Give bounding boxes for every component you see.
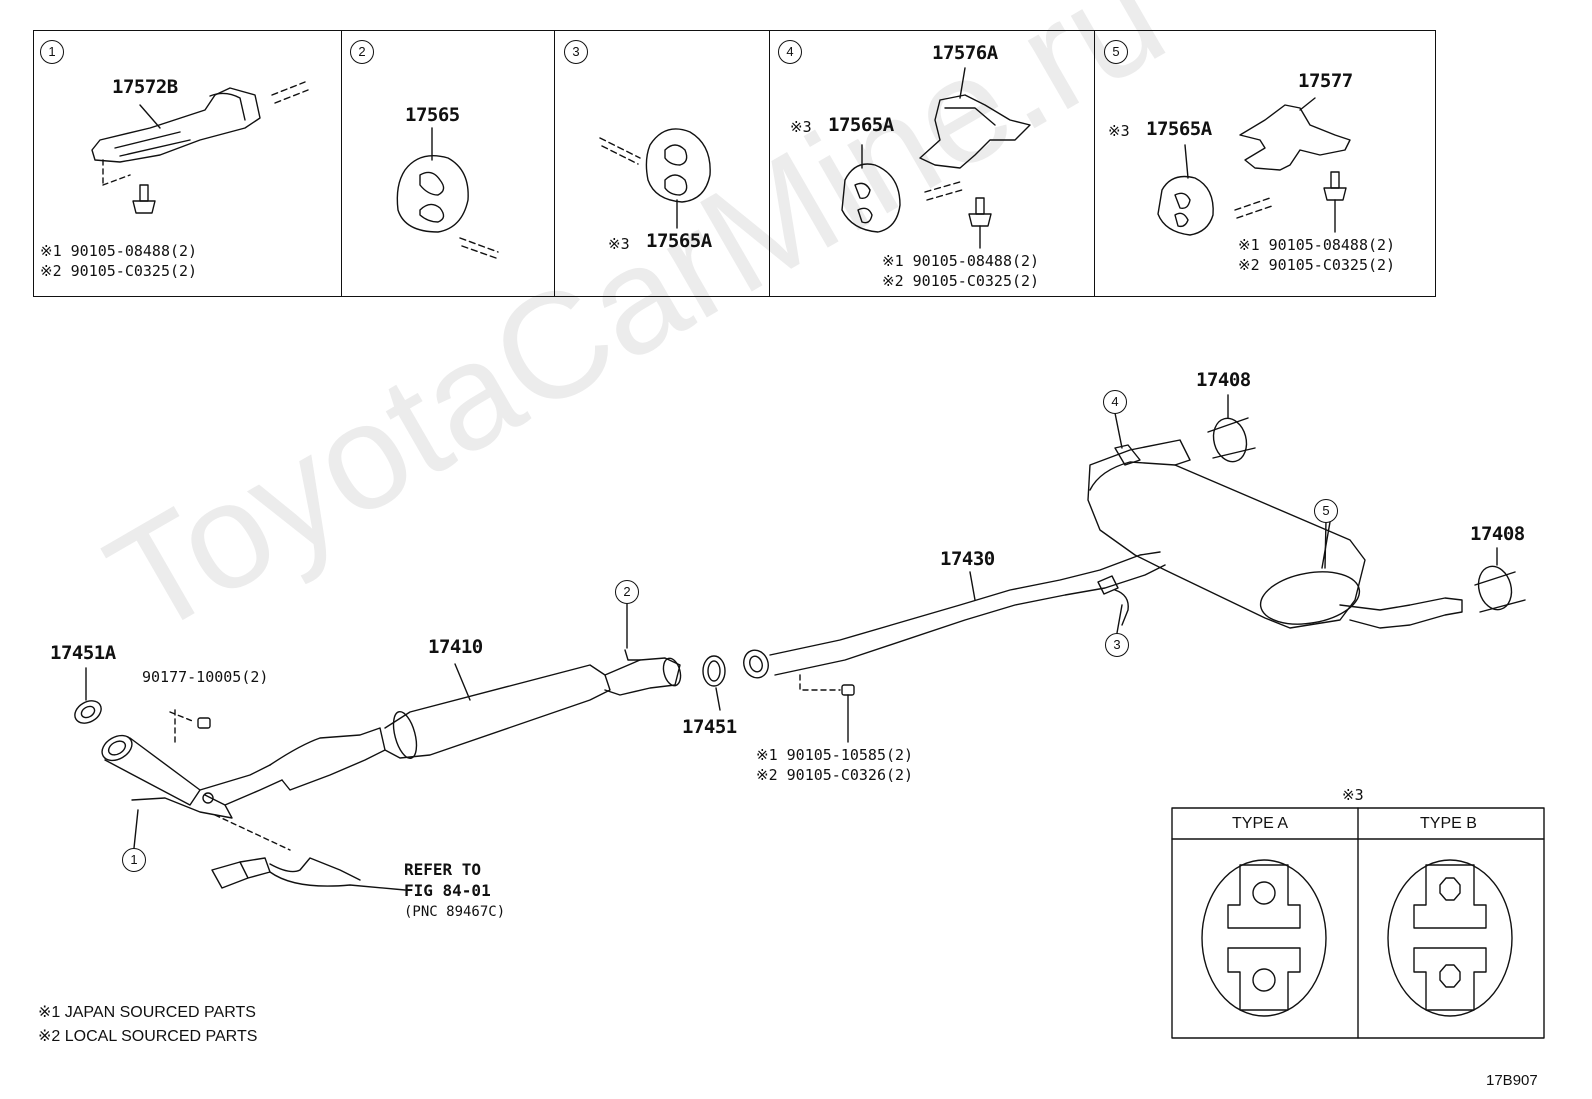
callout-2: 2: [615, 580, 639, 604]
nut-90177-label: 90177-10005(2): [142, 668, 269, 686]
note-local-sourced: ※2 LOCAL SOURCED PARTS: [38, 1028, 258, 1045]
o2-sensor-drawing: [211, 814, 406, 891]
panel-5-bolt-japan: ※1 90105-08488(2): [1238, 236, 1396, 254]
panel-1-number: 1: [40, 40, 64, 64]
callout-1: 1: [122, 848, 146, 872]
panel-5-number: 5: [1104, 40, 1128, 64]
type-a-header: TYPE A: [1232, 815, 1289, 832]
panel-1-bolt-japan: ※1 90105-08488(2): [40, 242, 198, 260]
bracket-17576A-drawing: [841, 67, 1031, 249]
callout-leaders: [85, 394, 1498, 849]
figure-code: 17B907: [1486, 1072, 1538, 1089]
panel-5-type-mark: ※3: [1108, 122, 1130, 140]
part-17430-label: 17430: [940, 548, 995, 570]
callout-5: 5: [1314, 499, 1338, 523]
part-17451A-label: 17451A: [50, 642, 116, 664]
panel-4-bolt-japan: ※1 90105-08488(2): [882, 252, 1040, 270]
part-17451-label: 17451: [682, 716, 737, 738]
note-japan-sourced: ※1 JAPAN SOURCED PARTS: [38, 1004, 256, 1021]
main-bolt-japan: ※1 90105-10585(2): [756, 746, 914, 764]
part-17565-label: 17565: [405, 104, 460, 126]
type-b-header: TYPE B: [1420, 815, 1477, 832]
hanger-17565A-drawing: [599, 128, 711, 229]
panel-3-number: 3: [564, 40, 588, 64]
inset-panel-5: [1094, 30, 1436, 297]
muffler-drawing: [1087, 417, 1526, 629]
panel-3-part-17565A-label: 17565A: [646, 230, 712, 252]
part-17572B-label: 17572B: [112, 76, 178, 98]
front-pipe-drawing: [74, 700, 283, 819]
panel-2-number: 2: [350, 40, 374, 64]
refer-line-2: FIG 84-01: [404, 881, 491, 900]
panel-5-part-17565A-label: 17565A: [1146, 118, 1212, 140]
bracket-17577-drawing: [1157, 97, 1351, 236]
main-bolt-local: ※2 90105-C0326(2): [756, 766, 914, 784]
panel-4-type-mark: ※3: [790, 118, 812, 136]
catalytic-converter-drawing: [269, 649, 682, 791]
callout-3: 3: [1105, 633, 1129, 657]
type-a-hanger-drawing: [1201, 859, 1327, 1017]
panel-3-type-mark: ※3: [608, 235, 630, 253]
refer-line-3: (PNC 89467C): [404, 904, 506, 920]
part-17577-label: 17577: [1298, 70, 1353, 92]
panel-4-bolt-local: ※2 90105-C0325(2): [882, 272, 1040, 290]
type-b-hanger-drawing: [1387, 859, 1513, 1017]
panel-4-number: 4: [778, 40, 802, 64]
part-17410-label: 17410: [428, 636, 483, 658]
part-17576A-label: 17576A: [932, 42, 998, 64]
bracket-17572B-drawing: [91, 81, 309, 214]
part-17408-upper-label: 17408: [1196, 369, 1251, 391]
type-table-lines: [1171, 807, 1545, 1039]
callout-4: 4: [1103, 390, 1127, 414]
gasket-17451-drawing: [702, 655, 726, 687]
panel-4-part-17565A-label: 17565A: [828, 114, 894, 136]
center-pipe-17430-drawing: [743, 551, 1166, 743]
hanger-17565-drawing: [396, 127, 499, 259]
panel-5-bolt-local: ※2 90105-C0325(2): [1238, 256, 1396, 274]
refer-line-1: REFER TO: [404, 860, 482, 879]
panel-1-bolt-local: ※2 90105-C0325(2): [40, 262, 198, 280]
part-17408-right-label: 17408: [1470, 523, 1525, 545]
type-table-mark: ※3: [1342, 786, 1364, 804]
